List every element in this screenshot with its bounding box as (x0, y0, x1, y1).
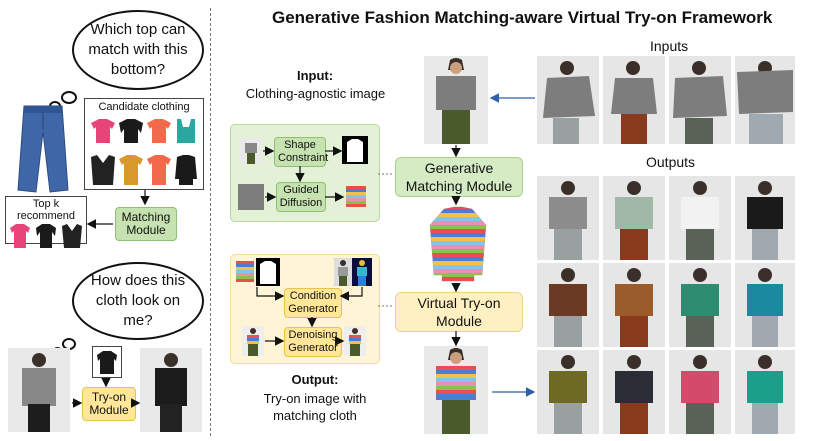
generative-matching-module-label: Generative Matching Module (405, 160, 513, 194)
diagram-title: Generative Fashion Matching-aware Virtua… (272, 8, 773, 27)
sweater-stripe (430, 257, 486, 261)
topk-title: Top k recommend (16, 198, 76, 222)
output-photo (537, 350, 599, 434)
output-photo (735, 263, 795, 347)
denoising-generator-label: Denoising Generator (288, 329, 338, 354)
virtual-tryon-module: Virtual Try-on Module (395, 292, 523, 332)
bubble-dot (61, 91, 77, 104)
section-divider (210, 8, 211, 436)
thought-bubble-top: Which top can match with this bottom? (72, 10, 204, 90)
output-photo (669, 176, 731, 260)
sweater-stripe (430, 261, 486, 265)
condition-generator-label: Condition Generator (288, 290, 338, 315)
sweater-small-thumb (344, 184, 368, 210)
densepose-thumb (352, 258, 372, 286)
denoising-generator-box: Denoising Generator (284, 327, 342, 357)
output-photo (603, 350, 665, 434)
tryon-module-box: Try-on Module (82, 387, 136, 421)
condition-generator-box: Condition Generator (284, 288, 342, 318)
thought-bubble-bottom-text: How does this cloth look on me? (90, 272, 186, 329)
output-photo (735, 350, 795, 434)
sweater-stripe (430, 207, 486, 209)
generative-matching-module: Generative Matching Module (395, 157, 523, 197)
sweater-stripe (430, 277, 486, 281)
output-photo (537, 176, 599, 260)
output-photo (603, 263, 665, 347)
inputs-label: Inputs (650, 38, 689, 54)
thought-bubble-top-text: Which top can match with this bottom? (88, 21, 188, 78)
candidate-tops (91, 119, 197, 185)
sweater-stripe (430, 237, 486, 241)
sweater-stripe (430, 249, 486, 253)
sweater-stripe (430, 217, 486, 221)
sweater-stripe (430, 233, 486, 237)
person-tryon-result-photo (140, 348, 202, 432)
cond-result-thumb (242, 326, 264, 356)
generated-sweater-image (426, 205, 490, 285)
input-photo-4 (735, 56, 795, 144)
output-photo (603, 176, 665, 260)
inputs-strip (537, 56, 795, 144)
input-photo-2 (603, 56, 665, 144)
jeans-image (17, 105, 69, 193)
input-photo-3 (669, 56, 731, 144)
denoise-result-thumb (344, 326, 366, 356)
candidate-clothing-panel: Candidate clothing (84, 98, 204, 190)
cloth-mask-thumb (256, 258, 280, 286)
tryon-output-image (424, 346, 488, 434)
sweater-stripe (430, 209, 486, 213)
topk-panel: Top k recommend (5, 196, 87, 248)
sweater-stripe (430, 229, 486, 233)
person-cond-thumb (334, 258, 352, 286)
virtual-tryon-module-label: Virtual Try-on Module (417, 295, 501, 329)
thought-bubble-bottom: How does this cloth look on me? (72, 262, 204, 340)
agnostic-thumb (240, 138, 262, 164)
shape-mask-thumb (342, 136, 368, 164)
candidate-clothing-grid (91, 119, 197, 185)
matching-module-box: Matching Module (115, 207, 177, 241)
sweater-cond-thumb (234, 258, 256, 286)
outputs-grid (537, 176, 795, 434)
output-description: Try-on image with matching cloth (263, 391, 367, 423)
input-photo-1 (537, 56, 599, 144)
output-photo (537, 263, 599, 347)
output-heading: Output: (291, 372, 339, 387)
cloth-input-thumb (92, 346, 122, 378)
output-photo (669, 263, 731, 347)
noise-thumb (238, 184, 264, 210)
sweater-stripe (430, 265, 486, 269)
shape-constraint-label: Shape Constraint (278, 139, 329, 164)
sweater-stripe (430, 253, 486, 257)
tryon-module-label: Try-on Module (89, 390, 129, 417)
sweater-stripe (430, 213, 486, 217)
input-description: Clothing-agnostic image (245, 86, 386, 101)
input-heading: Input: (296, 68, 334, 83)
topk-clothing (10, 224, 82, 248)
sweater-stripe (430, 241, 486, 245)
sweater-stripe (430, 225, 486, 229)
sweater-stripe (430, 245, 486, 249)
outputs-label: Outputs (646, 154, 696, 170)
person-masked-photo (8, 348, 70, 432)
matching-module-label: Matching Module (121, 210, 171, 237)
agnostic-image (424, 56, 488, 144)
guided-diffusion-label: Guided Diffusion (279, 184, 323, 209)
guided-diffusion-box: Guided Diffusion (276, 182, 326, 212)
output-photo (669, 350, 731, 434)
candidate-clothing-title: Candidate clothing (98, 101, 190, 113)
output-photo (735, 176, 795, 260)
sweater-stripe (430, 221, 486, 225)
sweater-stripe (430, 269, 486, 273)
sweater-stripe (430, 273, 486, 277)
